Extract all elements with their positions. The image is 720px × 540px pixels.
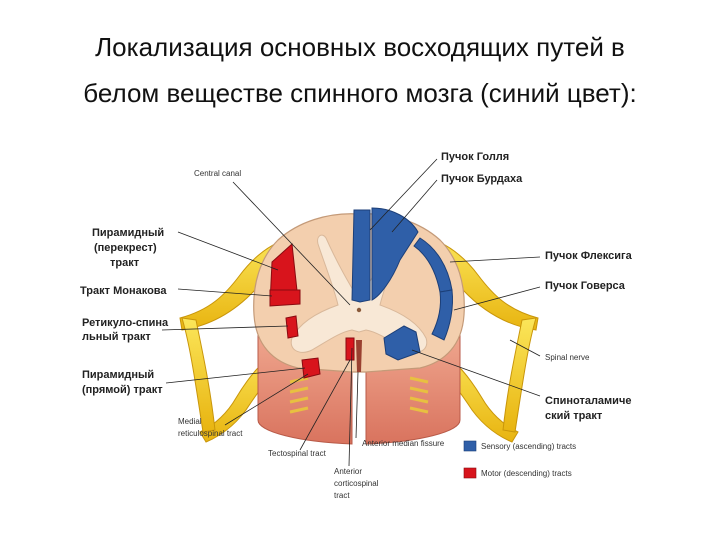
tract-goll xyxy=(351,209,371,303)
tract-monakov xyxy=(269,289,301,307)
slide-title: Локализация основных восходящих путей в … xyxy=(0,24,720,116)
tract-spinothalamic xyxy=(383,325,421,361)
label-monakov: Тракт Монакова xyxy=(80,285,167,297)
label-gowers: Пучок Говерса xyxy=(545,280,626,292)
tract-gowers xyxy=(431,289,453,341)
label-pyramidal-crossed-2: (перекрест) xyxy=(94,242,157,254)
slide-title-line-2: белом веществе спинного мозга (синий цве… xyxy=(83,78,637,108)
tract-reticulospinal xyxy=(285,315,299,339)
label-anterior-cortico-2: corticospinal xyxy=(334,479,379,488)
labels: Пучок Голля Пучок Бурдаха Central canal … xyxy=(80,151,633,500)
legend: Sensory (ascending) tracts Motor (descen… xyxy=(463,440,576,479)
motor-tracts xyxy=(269,242,355,379)
label-spinothalamic-1: Спиноталамиче xyxy=(545,395,631,407)
label-reticulo-2: льный тракт xyxy=(82,331,151,343)
right-spinal-nerve-trunk xyxy=(502,317,537,433)
label-pyramidal-crossed-1: Пирамидный xyxy=(92,227,164,239)
slide-title-line-1: Локализация основных восходящих путей в xyxy=(95,32,625,62)
label-pyramidal-direct-2: (прямой) тракт xyxy=(82,384,163,396)
sensory-tracts xyxy=(351,207,453,361)
label-medial-reticulo-2: reticulospinal tract xyxy=(178,429,243,438)
label-anterior-cortico-3: tract xyxy=(334,491,350,500)
central-canal xyxy=(356,307,362,313)
label-medial-reticulo-1: Medial xyxy=(178,417,202,426)
legend-sensory-label: Sensory (ascending) tracts xyxy=(481,442,576,451)
leader-lines xyxy=(161,158,541,467)
tract-tectospinal xyxy=(345,337,355,361)
label-flechsig: Пучок Флексига xyxy=(545,250,633,262)
left-spinal-nerve-trunk xyxy=(181,317,216,433)
rootlets-right xyxy=(409,376,429,414)
label-reticulo-1: Ретикуло-спина xyxy=(82,317,169,329)
label-central-canal: Central canal xyxy=(194,169,241,178)
legend-swatch-sensory xyxy=(463,440,477,452)
label-anterior-cortico-1: Anterior xyxy=(334,467,362,476)
rootlets-left xyxy=(289,376,309,414)
label-burdakh: Пучок Бурдаха xyxy=(441,173,523,185)
label-goll: Пучок Голля xyxy=(441,151,509,163)
legend-swatch-motor xyxy=(463,467,477,479)
tract-pyramidal-direct xyxy=(301,357,321,379)
label-spinothalamic-2: ский тракт xyxy=(545,410,603,422)
label-anterior-fissure: Anterior median fissure xyxy=(362,439,445,448)
anterior-median-fissure xyxy=(356,340,362,372)
legend-motor-label: Motor (descending) tracts xyxy=(481,469,572,478)
label-tectospinal: Tectospinal tract xyxy=(268,449,327,458)
label-pyramidal-direct-1: Пирамидный xyxy=(82,369,154,381)
label-spinal-nerve: Spinal nerve xyxy=(545,353,590,362)
label-pyramidal-crossed-3: тракт xyxy=(110,257,140,269)
tract-burdakh xyxy=(371,207,419,301)
